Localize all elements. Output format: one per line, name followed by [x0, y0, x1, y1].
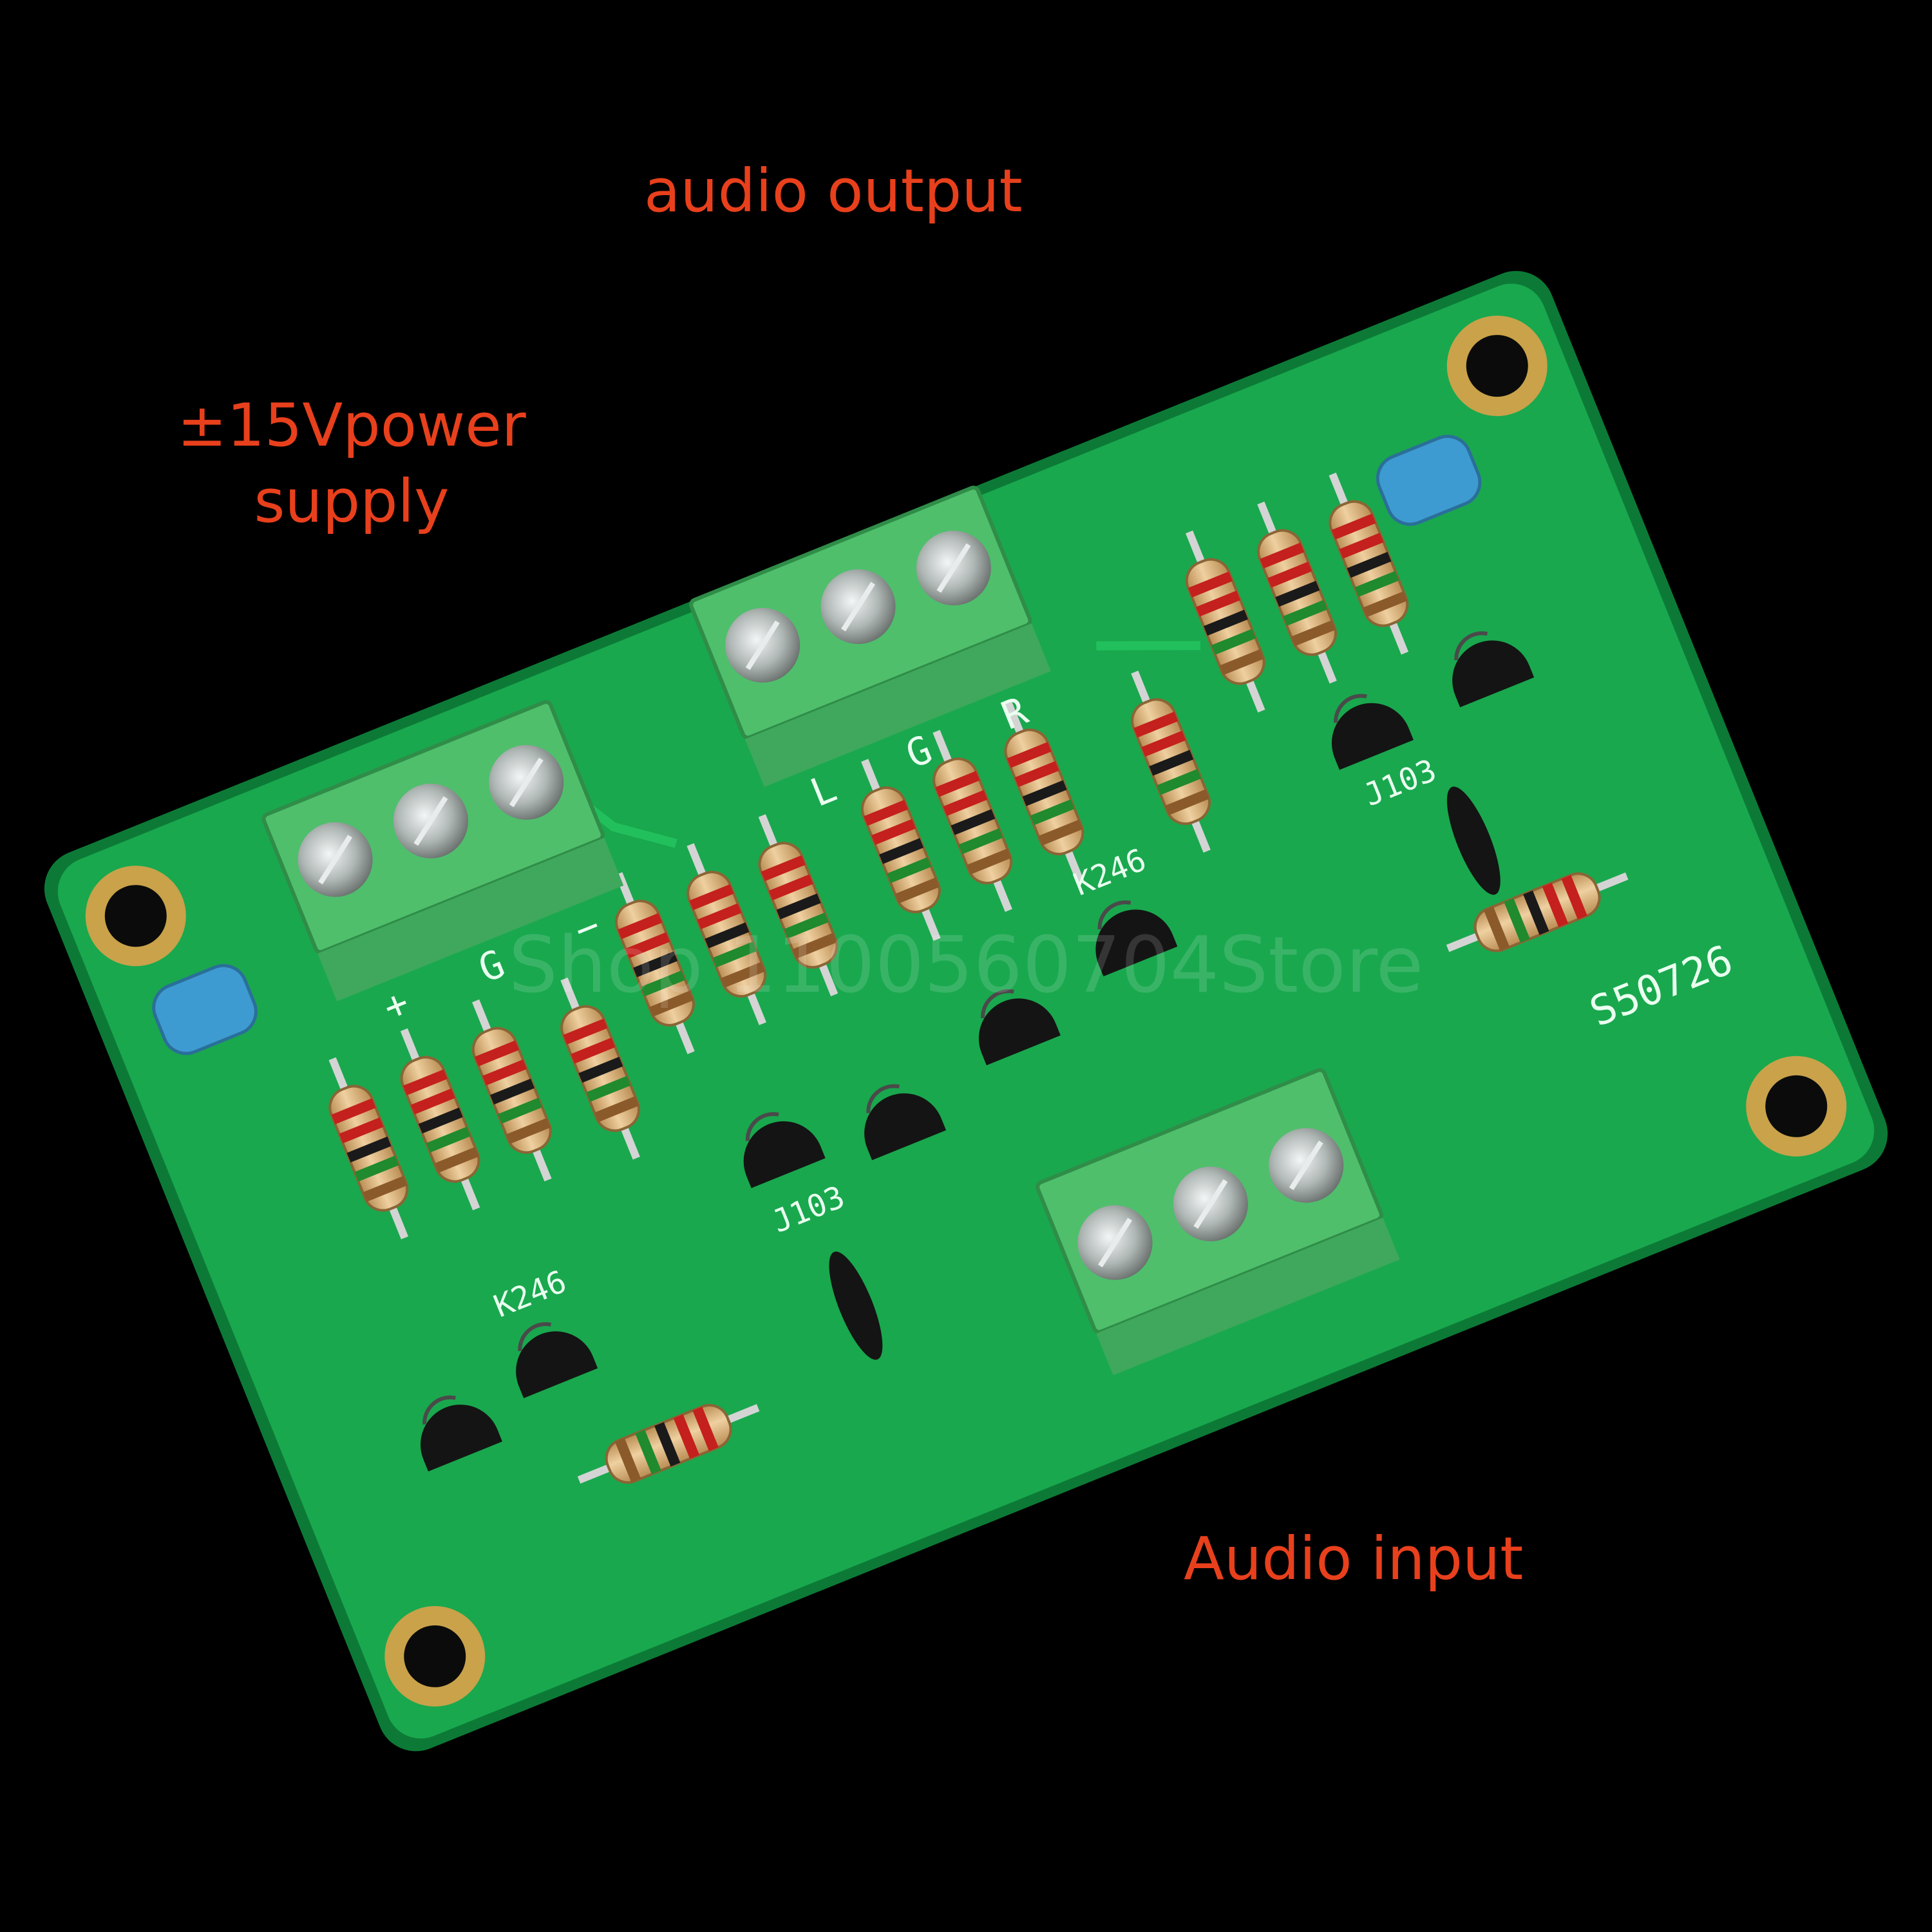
power-callout-line2: supply	[254, 467, 450, 536]
watermark: Shop 1100560704Store	[509, 921, 1424, 1010]
output-terminal-block	[689, 486, 1051, 787]
mounting-hole-icon	[384, 1605, 486, 1707]
audio-output-callout: audio output	[644, 156, 1023, 225]
film-capacitor-icon	[152, 963, 258, 1056]
film-capacitor-icon	[1376, 435, 1482, 526]
input-terminal-block	[1036, 1068, 1400, 1376]
ceramic-capacitor-icon	[1446, 786, 1501, 895]
audio-input-callout: Audio input	[1184, 1524, 1524, 1593]
power-supply-callout: ±15Vpower supply	[165, 388, 538, 540]
power-terminal-block	[261, 699, 624, 1001]
power-callout-line1: ±15Vpower	[177, 391, 526, 460]
ceramic-capacitor-icon	[829, 1251, 883, 1360]
pcb-board: + G − L G R J103 J103 K246 K246 S50726	[44, 270, 1888, 1752]
mounting-hole-icon	[85, 866, 186, 967]
mounting-hole-icon	[1746, 1056, 1847, 1157]
mounting-hole-icon	[1446, 316, 1548, 417]
